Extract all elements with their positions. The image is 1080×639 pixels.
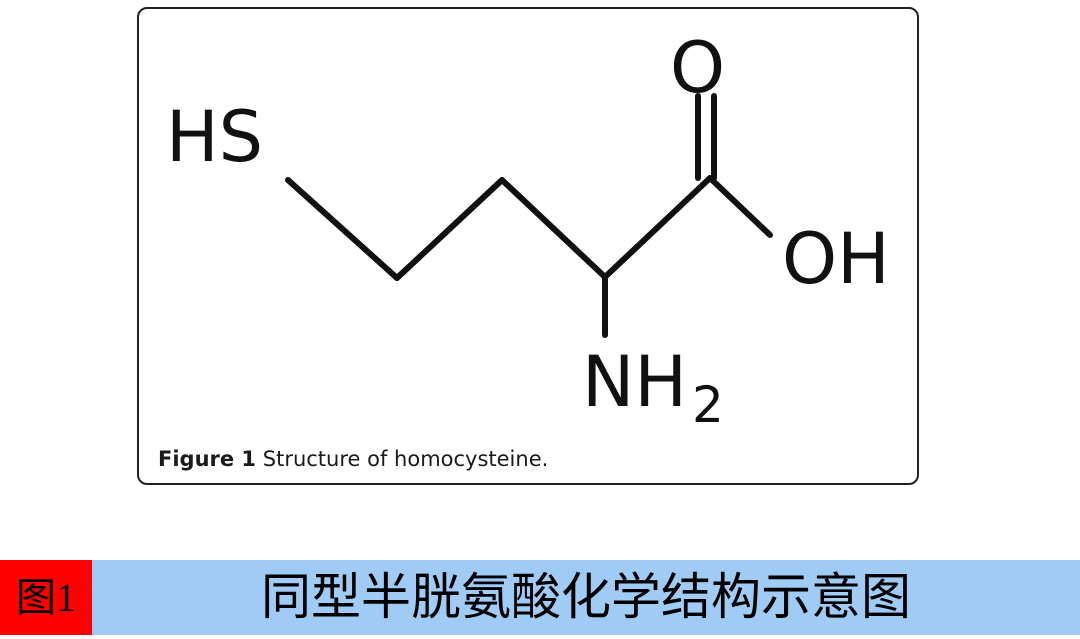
title-banner: 图1 同型半胱氨酸化学结构示意图 [0,560,1080,635]
figure-caption: Figure 1 Structure of homocysteine. [158,447,548,471]
atom-amine: NH [582,341,687,423]
bond-c2-c3 [499,177,608,280]
bond-s-c1 [285,177,400,281]
bond-c4-oh [707,175,773,238]
bond-c1-c2 [394,177,505,281]
banner-title: 同型半胱氨酸化学结构示意图 [261,569,911,625]
atom-thiol: HS [166,96,263,178]
figure-tag: 图1 [0,560,92,635]
caption-label: Figure 1 [158,447,257,471]
figure-frame [137,7,919,485]
atom-hydroxyl: OH [782,218,890,300]
atom-carbonyl-oxygen: O [670,27,725,109]
bond-c3-c4 [602,175,713,280]
atom-amine-subscript: 2 [692,376,724,434]
caption-text: Structure of homocysteine. [262,447,549,471]
